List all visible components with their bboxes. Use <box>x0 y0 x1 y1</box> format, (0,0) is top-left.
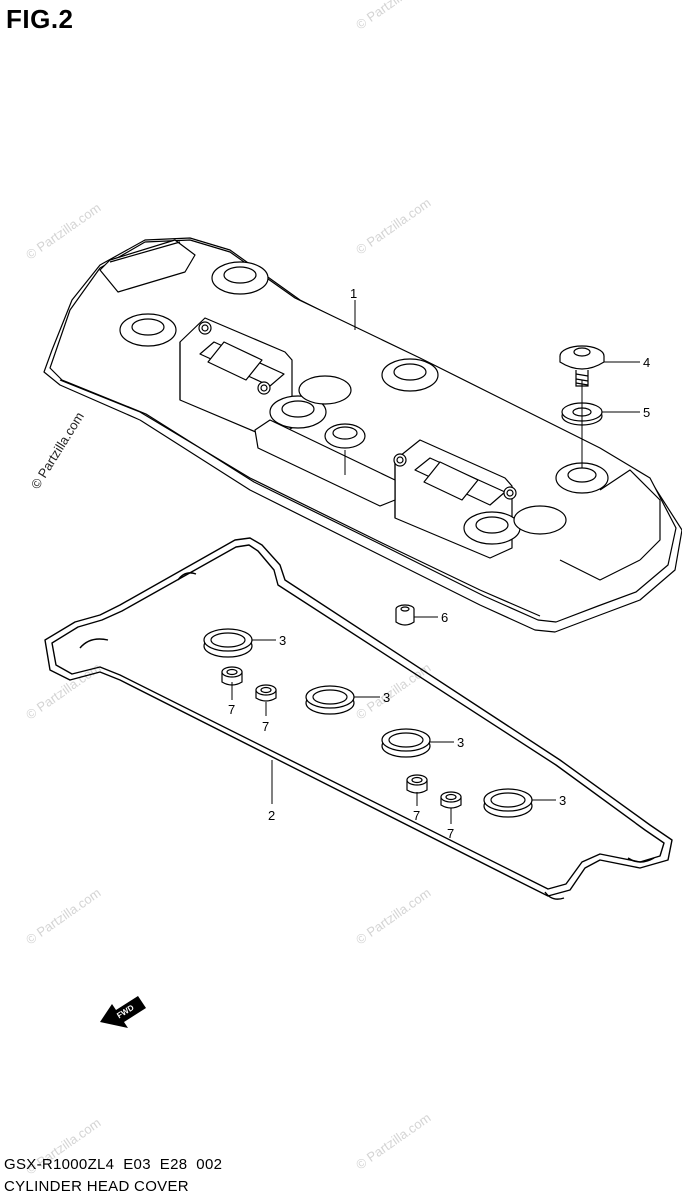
callout-part-6: 6 <box>441 610 448 625</box>
model-code-line: GSX-R1000ZL4 E03 E28 002 <box>4 1156 223 1173</box>
section-name: CYLINDER HEAD COVER <box>4 1178 189 1195</box>
watermark-text: © Partzilla.com <box>23 885 103 948</box>
callout-part-3: 3 <box>457 735 464 750</box>
forward-arrow-icon: FWD <box>100 996 146 1028</box>
plug-hole-seal <box>305 685 355 715</box>
watermark-text: © Partzilla.com <box>23 200 103 263</box>
dowel-pin <box>395 604 415 626</box>
small-seal <box>406 774 428 794</box>
plug-hole-seal <box>203 628 253 658</box>
small-seal <box>221 666 243 686</box>
callout-part-3: 3 <box>383 690 390 705</box>
small-seals <box>221 666 462 809</box>
plug-hole-seal <box>483 788 533 818</box>
cylinder-head-cover <box>43 237 682 633</box>
figure-title: FIG.2 <box>6 4 74 34</box>
watermark-text-dark: © Partzilla.com <box>28 409 87 491</box>
watermark-text: © Partzilla.com <box>353 885 433 948</box>
cover-bolt <box>559 345 605 387</box>
plug-hole-seals <box>203 628 533 818</box>
callout-part-1: 1 <box>350 286 357 301</box>
watermark-text: © Partzilla.com <box>353 0 433 32</box>
callout-part-7: 7 <box>447 826 454 841</box>
small-seal <box>440 791 462 809</box>
callout-numbers: 1 2 3 3 3 3 4 5 6 7 7 7 7 <box>228 286 650 841</box>
callout-part-3: 3 <box>279 633 286 648</box>
callout-part-3: 3 <box>559 793 566 808</box>
callout-part-4: 4 <box>643 355 650 370</box>
callout-part-2: 2 <box>268 808 275 823</box>
callout-part-7: 7 <box>262 719 269 734</box>
callout-part-7: 7 <box>228 702 235 717</box>
watermarks: © Partzilla.com © Partzilla.com © Partzi… <box>23 0 433 1177</box>
leader-lines <box>231 300 640 824</box>
callout-part-7: 7 <box>413 808 420 823</box>
callout-part-5: 5 <box>643 405 650 420</box>
small-seal <box>255 684 277 702</box>
plug-hole-seal <box>381 728 431 758</box>
watermark-text: © Partzilla.com <box>353 195 433 258</box>
cover-gasket <box>44 537 673 900</box>
watermark-text: © Partzilla.com <box>353 1110 433 1173</box>
